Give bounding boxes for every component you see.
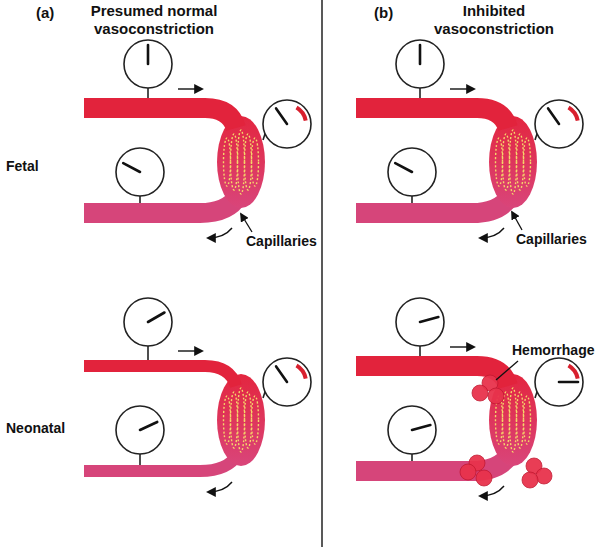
gauge-needle: [548, 108, 559, 124]
capillary-loop: [510, 388, 517, 452]
row-label: Neonatal: [6, 420, 65, 437]
vein: [84, 454, 238, 471]
capillary-loop: [231, 134, 238, 190]
gauge-stem: [263, 392, 265, 398]
part-label: Capillaries: [246, 233, 317, 250]
capillary-loop: [252, 396, 259, 444]
gauge-stem: [535, 134, 537, 140]
flow-arrow: [480, 486, 504, 496]
capillary-loop: [510, 130, 517, 194]
gauge-needle: [148, 313, 164, 323]
gauge-needle: [147, 45, 150, 64]
flow-arrow: [450, 88, 474, 89]
pressure-gauge: [535, 100, 583, 148]
capillary-bed: [217, 374, 265, 466]
capillary-loop: [238, 130, 245, 194]
gauge-needle: [123, 163, 140, 172]
gauge-stem: [419, 88, 421, 98]
gauge-red-zone: [297, 366, 306, 379]
gauge-stem: [147, 88, 149, 98]
leader-arrow: [241, 214, 252, 232]
hemorrhage-blot: [460, 464, 476, 480]
gauge-needle: [140, 422, 157, 430]
capillary-loop: [224, 396, 231, 444]
pressure-gauge: [263, 358, 311, 406]
panel-heading: Presumed normal vasoconstriction: [74, 2, 234, 38]
gauge-stem: [419, 346, 421, 356]
flow-arrow: [480, 228, 504, 238]
gauge-needle: [420, 317, 438, 322]
gauge-stem: [139, 196, 141, 203]
part-label: Capillaries: [516, 231, 587, 248]
gauge-stem: [535, 392, 537, 398]
gauge-needle: [395, 163, 412, 172]
row-label: Fetal: [6, 158, 39, 175]
capillary-loop: [496, 138, 503, 186]
gauge-needle: [419, 45, 422, 64]
capillary-loop: [524, 138, 531, 186]
part-label: Hemorrhage: [512, 342, 594, 359]
pressure-gauge: [388, 406, 436, 454]
hemorrhage-blot: [476, 470, 492, 486]
pressure-gauge: [124, 40, 172, 88]
flow-arrow: [178, 88, 202, 89]
gauge-stem: [147, 346, 149, 360]
capillary-loop: [231, 392, 238, 448]
capillary-bed: [217, 116, 265, 208]
pressure-gauge: [396, 40, 444, 88]
gauge-needle: [276, 108, 287, 124]
gauge-stem: [139, 454, 141, 465]
capillary-loop: [517, 134, 524, 190]
capillary-loop: [503, 392, 510, 448]
gauge-red-zone: [569, 108, 578, 121]
capillary-loop: [238, 388, 245, 452]
capillary-loop: [524, 396, 531, 444]
artery: [84, 108, 236, 128]
capillary-loop: [517, 392, 524, 448]
gauge-needle: [276, 366, 287, 382]
panel-letter: (b): [374, 4, 393, 22]
capillary-loop: [245, 392, 252, 448]
pressure-gauge: [263, 100, 311, 148]
vein: [356, 196, 510, 213]
hemorrhage-blot: [522, 472, 538, 488]
gauge-needle: [559, 381, 578, 384]
leader-line: [496, 361, 518, 380]
hemorrhage-blot: [472, 385, 488, 401]
leader-arrow: [512, 212, 522, 230]
pressure-gauge: [535, 358, 583, 406]
pressure-gauge: [116, 148, 164, 196]
capillary-loop: [224, 138, 231, 186]
flow-arrow: [450, 346, 474, 347]
pressure-gauge: [124, 298, 172, 346]
gauge-stem: [263, 134, 265, 140]
panel-heading: Inhibited vasoconstriction: [424, 2, 564, 38]
hemorrhage-blot: [536, 468, 552, 484]
gauge-red-zone: [569, 366, 578, 379]
pressure-gauge: [396, 298, 444, 346]
hemorrhage-blot: [488, 388, 504, 404]
gauge-stem: [411, 454, 413, 461]
capillary-loop: [503, 134, 510, 190]
capillary-bed: [489, 374, 537, 466]
gauge-needle: [412, 425, 430, 430]
vein: [356, 454, 510, 471]
flow-arrow: [178, 350, 202, 351]
artery: [84, 366, 236, 386]
pressure-gauge: [116, 406, 164, 454]
gauge-stem: [411, 196, 413, 203]
artery: [356, 108, 508, 128]
gauge-red-zone: [297, 108, 306, 121]
capillary-loop: [252, 138, 259, 186]
flow-arrow: [208, 482, 232, 492]
panel-divider: [321, 0, 323, 547]
panel-letter: (a): [36, 4, 54, 22]
capillary-loop: [245, 134, 252, 190]
flow-arrow: [208, 228, 232, 238]
pressure-gauge: [388, 148, 436, 196]
vein: [84, 196, 238, 213]
capillary-bed: [489, 116, 537, 208]
